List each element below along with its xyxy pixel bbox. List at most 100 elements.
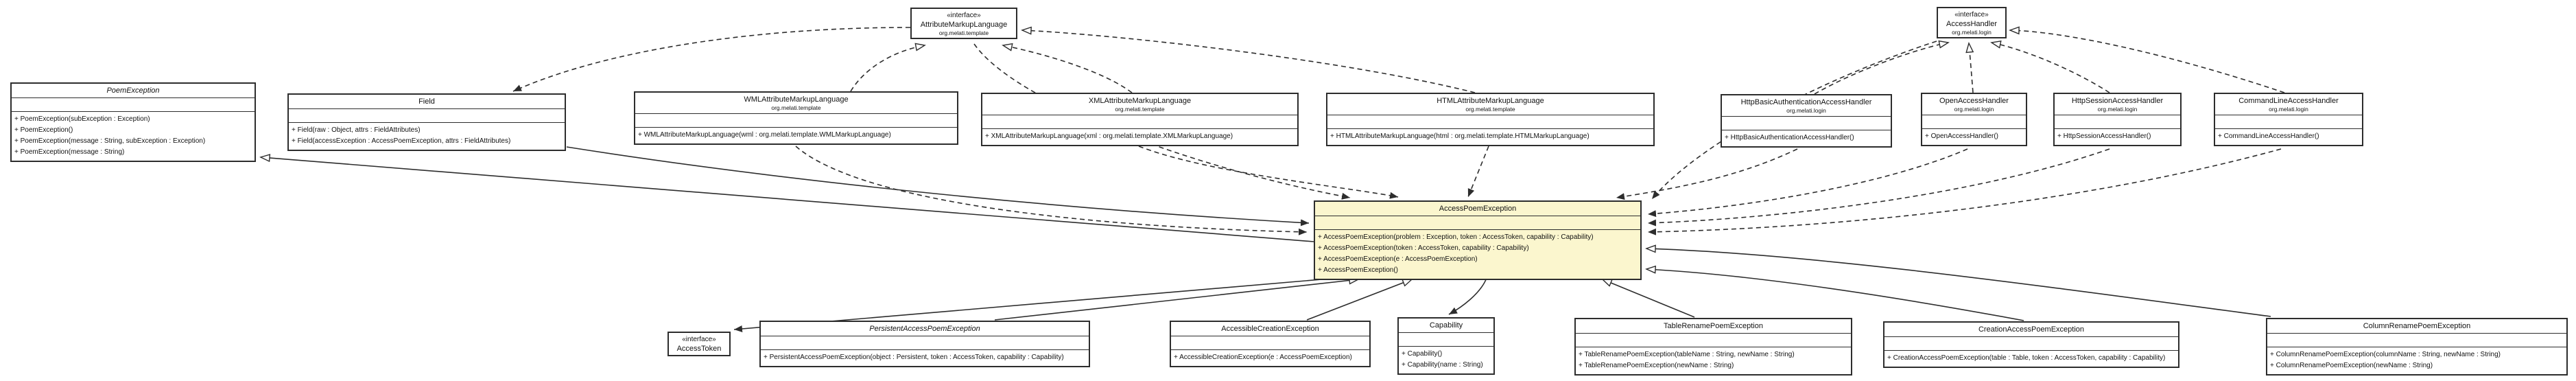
attributes-compartment [2055, 115, 2180, 129]
method-signature: + ColumnRenamePoemException(newName : St… [2270, 362, 2433, 369]
attributes-compartment [289, 109, 565, 123]
methods-compartment: + CreationAccessPoemException(table : Ta… [1884, 351, 2178, 367]
attributes-compartment [1171, 336, 1369, 350]
method-signature: + HTMLAttributeMarkupLanguage(html : org… [1330, 132, 1590, 140]
class-box-table-rename-poem-exception[interactable]: TableRenamePoemException+ TableRenamePoe… [1574, 318, 1852, 376]
method-signature: + AccessPoemException(token : AccessToke… [1318, 244, 1529, 252]
method-signature: + AccessibleCreationException(e : Access… [1174, 354, 1352, 361]
stereotype-label: «interface» [1954, 11, 1989, 19]
attributes-compartment [12, 98, 255, 112]
methods-compartment: + HTMLAttributeMarkupLanguage(html : org… [1327, 129, 1653, 145]
methods-compartment: + HttpSessionAccessHandler() [2055, 129, 2180, 145]
attributes-compartment [635, 114, 957, 128]
methods-compartment: + TableRenamePoemException(tableName : S… [1576, 347, 1851, 374]
attributes-compartment [2215, 115, 2362, 129]
class-name: AccessToken [676, 345, 722, 353]
class-header: AccessibleCreationException [1171, 322, 1369, 336]
class-header: PersistentAccessPoemException [761, 322, 1089, 336]
methods-compartment: + XMLAttributeMarkupLanguage(xml : org.m… [982, 129, 1297, 145]
method-signature: + CommandLineAccessHandler() [2218, 132, 2319, 140]
method-signature: + HttpSessionAccessHandler() [2057, 132, 2151, 140]
methods-compartment: + PoemException(subException : Exception… [12, 112, 255, 161]
class-header: Capability [1399, 319, 1493, 333]
edge-generalization-table-rename-poem-exception-to-access-poem-exception [1603, 279, 1695, 318]
method-signature: + ColumnRenamePoemException(columnName :… [2270, 351, 2501, 358]
class-box-poem-exception[interactable]: PoemException + PoemException(subExceptio… [10, 82, 256, 162]
class-box-access-token[interactable]: «interface»AccessToken [667, 332, 731, 356]
class-name: XMLAttributeMarkupLanguage [1088, 97, 1192, 105]
method-signature: + TableRenamePoemException(newName : Str… [1579, 362, 1734, 369]
methods-compartment: + PersistentAccessPoemException(object :… [761, 350, 1089, 366]
attributes-compartment [1722, 117, 1891, 130]
class-box-capability[interactable]: Capability + Capability()+ Capability(nam… [1397, 317, 1495, 375]
edge-generalization-persistent-access-poem-exception-to-access-poem-exception [994, 279, 1358, 321]
attributes-compartment [1315, 216, 1640, 230]
edge-generalization-column-rename-poem-exception-to-access-poem-exception [1646, 249, 2271, 317]
method-signature: + PoemException(message : String, subExc… [14, 137, 206, 145]
edge-realization-html-attribute-markup-language-to-attribute-markup-language [1022, 30, 1476, 93]
methods-compartment: + OpenAccessHandler() [1922, 129, 2026, 145]
method-signature: + CreationAccessPoemException(table : Ta… [1887, 354, 2166, 362]
class-box-creation-access-poem-exception[interactable]: CreationAccessPoemException+ CreationAcc… [1883, 321, 2179, 368]
edge-dependency-http-basic-authentication-access-handler-to-access-poem-exception [1616, 148, 1798, 200]
package-label: org.melati.template [1465, 106, 1515, 113]
class-box-persistent-access-poem-exception[interactable]: PersistentAccessPoemException + Persisten… [759, 321, 1090, 367]
methods-compartment: + AccessPoemException(problem : Exceptio… [1315, 230, 1640, 279]
attributes-compartment [1327, 115, 1653, 129]
class-box-access-poem-exception[interactable]: AccessPoemException+ AccessPoemException… [1314, 200, 1642, 280]
method-signature: + XMLAttributeMarkupLanguage(xml : org.m… [985, 132, 1233, 140]
edge-dependency-access-handler-to-access-poem-exception [1651, 41, 1937, 200]
edge-dependency-xml-attribute-markup-language-to-access-poem-exception [1138, 146, 1399, 199]
edge-dependency-attribute-markup-language-to-field [512, 27, 911, 92]
class-header: PoemException [12, 84, 255, 98]
package-label: org.melati.login [1786, 107, 1826, 114]
attributes-compartment [2267, 334, 2566, 347]
edge-realization-xml-attribute-markup-language-to-attribute-markup-language [1003, 45, 1133, 93]
class-name: Capability [1429, 321, 1463, 330]
package-label: org.melati.login [2097, 106, 2138, 113]
class-name: AttributeMarkupLanguage [920, 21, 1008, 29]
class-box-accessible-creation-exception[interactable]: AccessibleCreationException + AccessibleC… [1170, 321, 1371, 367]
class-box-column-rename-poem-exception[interactable]: ColumnRenamePoemException + ColumnRenameP… [2266, 318, 2568, 376]
class-header: Field [289, 95, 565, 109]
class-name: OpenAccessHandler [1939, 97, 2009, 105]
method-signature: + WMLAttributeMarkupLanguage(wml : org.m… [638, 131, 891, 139]
class-box-field[interactable]: Field + Field(raw : Object, attrs : Field… [287, 93, 566, 151]
method-signature: + Field(raw : Object, attrs : FieldAttri… [292, 126, 421, 134]
attributes-compartment [1576, 334, 1851, 347]
edge-dependency-http-session-access-handler-to-access-poem-exception [1647, 148, 2110, 227]
edge-dependency-open-access-handler-to-access-poem-exception [1647, 148, 1968, 218]
method-signature: + AccessPoemException() [1318, 266, 1398, 274]
class-name: HttpBasicAuthenticationAccessHandler [1740, 98, 1872, 106]
methods-compartment: + ColumnRenamePoemException(columnName :… [2267, 347, 2566, 374]
package-label: org.melati.login [1954, 106, 1994, 113]
method-signature: + PoemException(subException : Exception… [14, 115, 150, 123]
attributes-compartment [1399, 333, 1493, 347]
method-signature: + Capability(name : String) [1402, 361, 1483, 369]
method-signature: + PoemException() [14, 126, 73, 134]
method-signature: + Field(accessException : AccessPoemExce… [292, 137, 511, 145]
attributes-compartment [761, 336, 1089, 350]
attributes-compartment [982, 115, 1297, 129]
methods-compartment: + Field(raw : Object, attrs : FieldAttri… [289, 123, 565, 150]
edge-dependency-wml-attribute-markup-language-to-access-poem-exception [795, 146, 1308, 235]
methods-compartment: + Capability()+ Capability(name : String… [1399, 347, 1493, 373]
class-header: ColumnRenamePoemException [2267, 319, 2566, 334]
class-name: AccessHandler [1946, 20, 1997, 28]
method-signature: + PersistentAccessPoemException(object :… [764, 354, 1064, 361]
attributes-compartment [1922, 115, 2026, 129]
class-name: HTMLAttributeMarkupLanguage [1437, 97, 1544, 105]
